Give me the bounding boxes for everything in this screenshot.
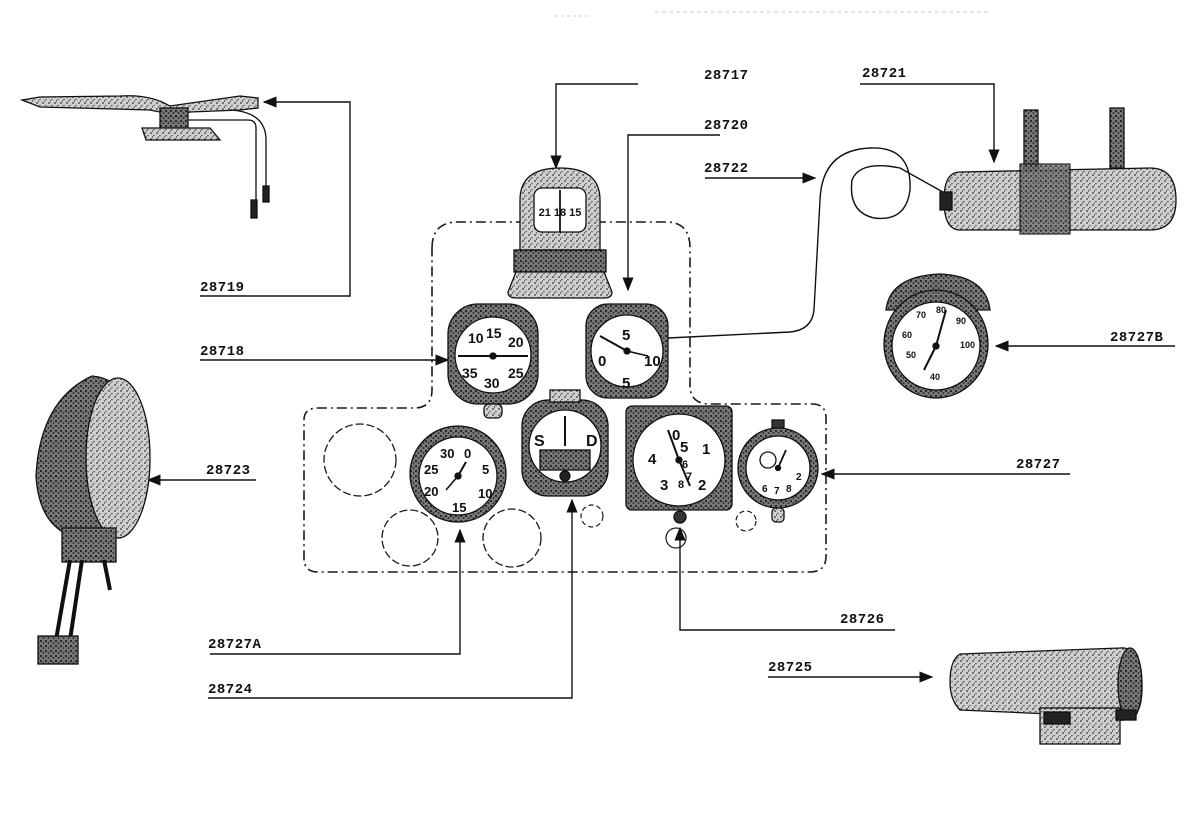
gauge-b-n2: 90: [956, 316, 966, 326]
gauge-b-n1: 80: [936, 305, 946, 315]
clock-left-n6: 15: [452, 500, 466, 515]
altimeter-dial-numbers: 5 0 10 5: [598, 327, 661, 392]
label-28727B: 28727B: [1110, 330, 1164, 346]
turn-bank-letters: S D: [534, 433, 598, 450]
capillary-tube: [667, 147, 951, 339]
airspeed-n5: 25: [508, 365, 524, 381]
gauge-b-n4: 100: [960, 340, 975, 350]
clock-left-n3: 5: [482, 462, 489, 477]
clock-left-dial-numbers: 30 0 25 5 20 10 15: [424, 446, 492, 515]
clock-28727A: [409, 425, 507, 523]
leader-28727A: [210, 528, 466, 655]
clock-left-n5: 10: [478, 486, 492, 501]
turn-bank-d: D: [586, 433, 598, 450]
stopwatch-n2: 8: [786, 484, 792, 495]
tach-n5: 5: [680, 439, 688, 456]
gauge-b-n3: 60: [902, 330, 912, 340]
tach-n6: 6: [682, 459, 688, 471]
clock-left-n1: 0: [464, 446, 471, 461]
label-28727A: 28727A: [208, 637, 262, 653]
tach-n3: 3: [660, 477, 668, 494]
airspeed-28718: [447, 303, 539, 419]
empty-panel-holes: [323, 423, 757, 568]
altimeter-n3: 5: [622, 375, 630, 392]
clock-left-n0: 30: [440, 446, 454, 461]
tach-n1: 1: [702, 441, 710, 458]
tach-n0: 0: [672, 427, 680, 444]
tach-n4: 4: [648, 451, 657, 468]
turn-bank-28724: [521, 389, 609, 497]
label-28727: 28727: [1016, 457, 1061, 473]
stopwatch-28727: [737, 419, 819, 523]
airspeed-n2: 20: [508, 334, 524, 350]
turn-bank-s: S: [534, 433, 545, 450]
lamp-28723: [35, 375, 151, 665]
stopwatch-dial-numbers: 6 7 8 2: [762, 472, 802, 497]
label-28719: 28719: [200, 280, 245, 296]
altimeter-n2: 10: [644, 353, 661, 370]
stopwatch-n1: 7: [774, 486, 780, 497]
stopwatch-n3: 2: [796, 472, 802, 483]
label-28725: 28725: [768, 660, 813, 676]
airspeed-n1: 15: [486, 325, 502, 341]
airspeed-n3: 35: [462, 365, 478, 381]
tachometer-28726: [625, 405, 733, 524]
leader-lines: [146, 83, 1175, 699]
label-28720: 28720: [704, 118, 749, 134]
airspeed-n0: 10: [468, 330, 484, 346]
gauge-28727B: [883, 273, 991, 399]
clock-left-n4: 20: [424, 484, 438, 499]
compass-28717: [507, 167, 613, 299]
leader-28721: [860, 83, 1000, 164]
label-28723: 28723: [206, 463, 251, 479]
gauge-b-dial-numbers: 70 80 90 60 100 50 40: [902, 305, 975, 382]
label-28726: 28726: [840, 612, 885, 628]
label-28724: 28724: [208, 682, 253, 698]
label-28721: 28721: [862, 66, 907, 82]
stopwatch-n0: 6: [762, 484, 768, 495]
probe-28719: [19, 95, 270, 219]
airspeed-dial-numbers: 10 15 20 35 30 25: [462, 325, 524, 391]
leader-28726: [674, 526, 895, 631]
faint-header-marks: [555, 11, 990, 17]
gauge-b-n5: 50: [906, 350, 916, 360]
clock-left-n2: 25: [424, 462, 438, 477]
panel-outline: [303, 221, 827, 573]
compass-dial-text: 21 18 15: [539, 207, 582, 219]
altimeter-n1: 0: [598, 353, 606, 370]
tach-n2: 2: [698, 477, 706, 494]
airspeed-n4: 30: [484, 375, 500, 391]
leader-28720: [622, 134, 720, 292]
label-28722: 28722: [704, 161, 749, 177]
label-28717: 28717: [704, 68, 749, 84]
tach-n8: 8: [678, 479, 684, 491]
altimeter-28720: [585, 303, 669, 399]
gauge-b-n0: 70: [916, 310, 926, 320]
leader-28717: [550, 83, 638, 170]
altimeter-n0: 5: [622, 327, 630, 344]
label-28718: 28718: [200, 344, 245, 360]
tach-dial-numbers: 0 1 2 3 4 5 6 7 8: [648, 427, 710, 494]
leader-28719: [200, 96, 351, 297]
gauge-b-n6: 40: [930, 372, 940, 382]
tach-n7: 7: [686, 471, 692, 483]
cylinder-28721: [939, 107, 1177, 235]
venturi-28725: [949, 647, 1143, 745]
leader-28724: [208, 498, 578, 699]
